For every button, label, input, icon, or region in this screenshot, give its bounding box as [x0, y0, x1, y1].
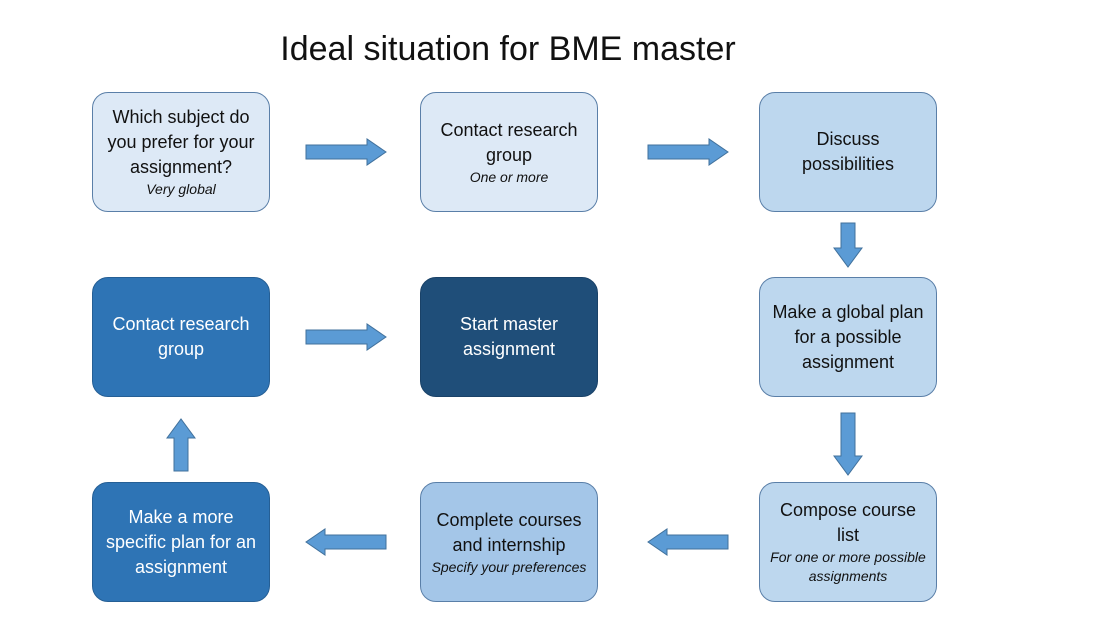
step-contact-research-group-text: Contact research group: [440, 119, 578, 165]
arrow-up-1: [166, 418, 196, 472]
step-make-specific-plan-text: Make a more specific plan for an assignm…: [105, 506, 257, 577]
step-make-global-plan: Make a global plan for a possible assign…: [759, 277, 937, 397]
step-complete-courses: Complete courses and internship Specify …: [420, 482, 598, 602]
arrow-left-1: [647, 528, 729, 556]
step-complete-courses-text: Complete courses and internship: [436, 509, 582, 555]
step-complete-courses-note: Specify your preferences: [431, 558, 587, 575]
arrow-right-3: [305, 323, 387, 351]
diagram-title: Ideal situation for BME master: [280, 30, 736, 68]
arrow-down-1: [833, 222, 863, 268]
arrow-down-2: [833, 412, 863, 476]
step-make-specific-plan: Make a more specific plan for an assignm…: [92, 482, 270, 602]
step-discuss-possibilities-text: Discuss possibilities: [801, 129, 895, 174]
step-compose-course-list-note: For one or more possible assignments: [770, 549, 926, 584]
step-discuss-possibilities: Discuss possibilities: [759, 92, 937, 212]
arrow-right-2: [647, 138, 729, 166]
step-choose-subject-text: Which subject do you prefer for your ass…: [107, 107, 255, 177]
step-compose-course-list: Compose course list For one or more poss…: [759, 482, 937, 602]
step-start-master-assignment: Start master assignment: [420, 277, 598, 397]
step-start-master-assignment-text: Start master assignment: [459, 314, 559, 359]
step-compose-course-list-text: Compose course list: [779, 500, 917, 545]
arrow-left-2: [305, 528, 387, 556]
step-contact-research-group-note: One or more: [469, 168, 549, 185]
step-choose-subject-note: Very global: [146, 181, 216, 197]
step-contact-research-group-final: Contact research group: [92, 277, 270, 397]
step-contact-research-group-final-text: Contact research group: [112, 314, 250, 359]
step-make-global-plan-text: Make a global plan for a possible assign…: [772, 301, 924, 372]
step-contact-research-group: Contact research group One or more: [420, 92, 598, 212]
step-choose-subject: Which subject do you prefer for your ass…: [92, 92, 270, 212]
arrow-right-1: [305, 138, 387, 166]
